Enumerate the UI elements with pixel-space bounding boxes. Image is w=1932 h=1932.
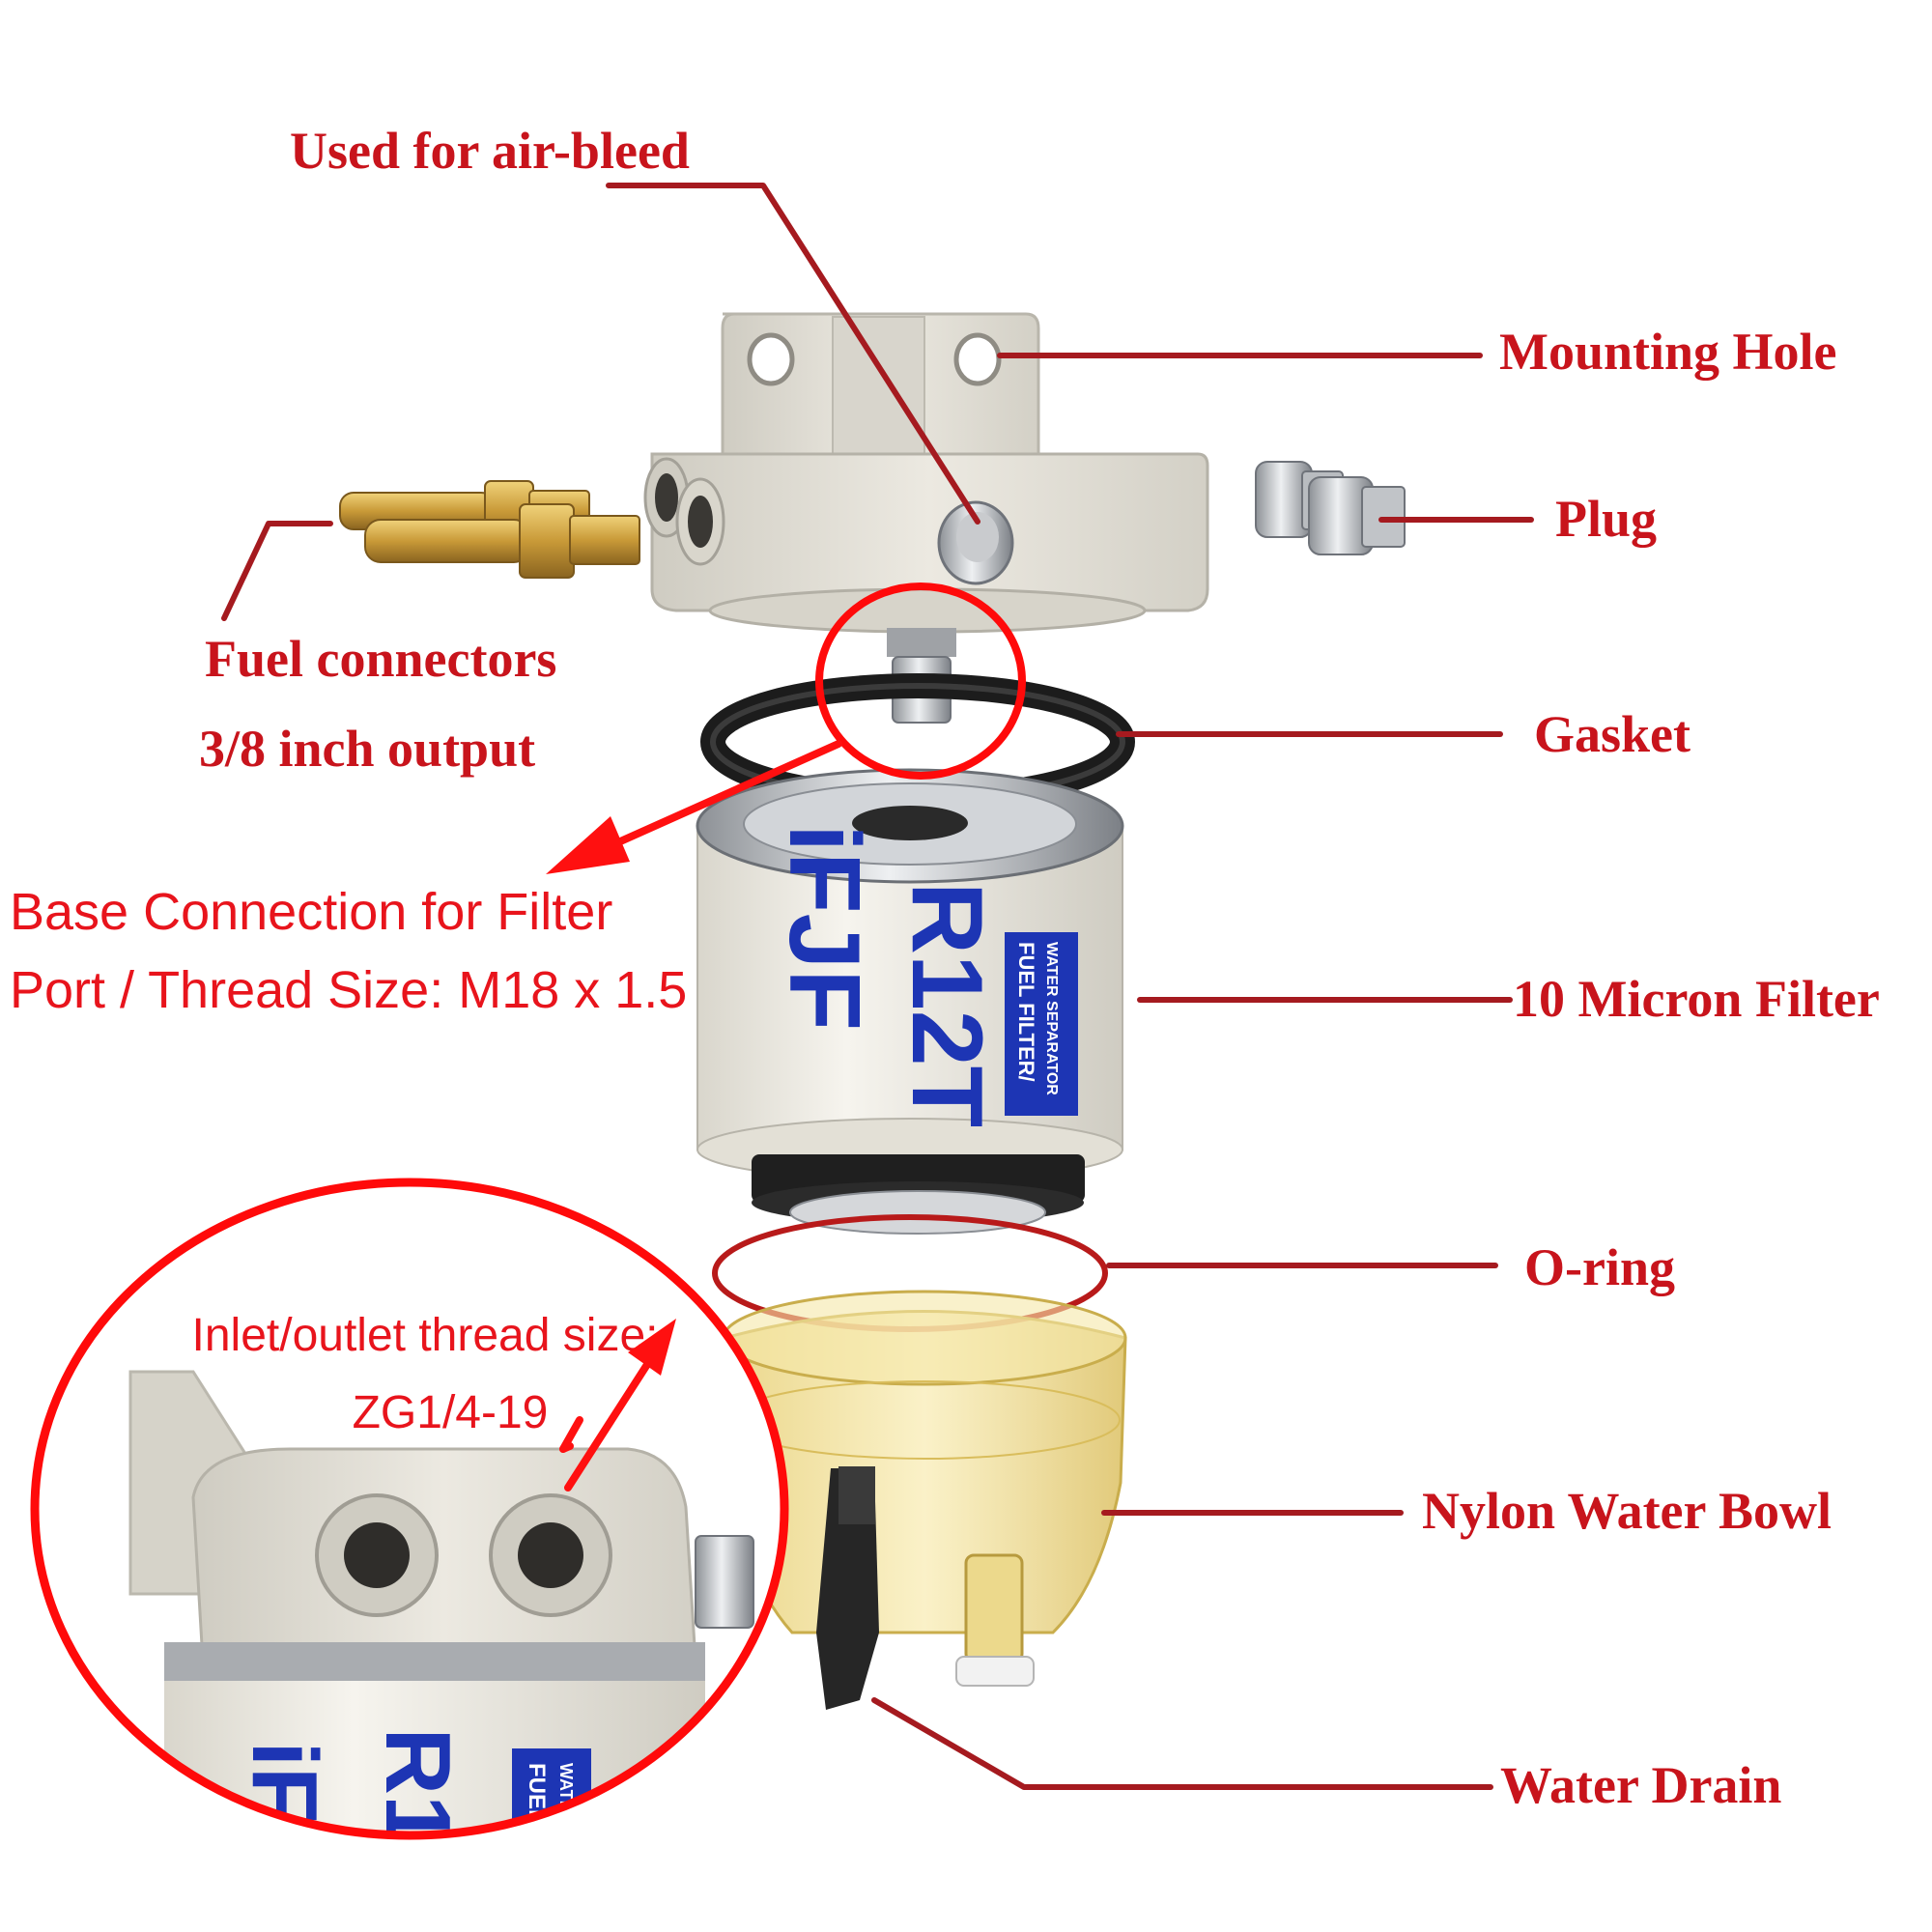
leader-lines: [221, 183, 1534, 1790]
base-connection-callout: [546, 582, 1026, 874]
label-o-ring: O-ring: [1524, 1238, 1675, 1296]
label-mounting-hole: Mounting Hole: [1499, 323, 1837, 381]
zoom-band-line-1: FUEL F: [524, 1763, 550, 1844]
zoom-arrow-shaft: [564, 1349, 659, 1492]
filter-band-line-2: WATER SEPARATOR: [1043, 942, 1060, 1095]
filter-band-line-1: FUEL FILTER/: [1014, 942, 1038, 1082]
label-water-bowl: Nylon Water Bowl: [1422, 1482, 1832, 1540]
label-base-connection-line-1: Base Connection for Filter: [10, 883, 612, 941]
filter-model-text: R12T: [891, 882, 1003, 1127]
filter-band: [1005, 932, 1078, 1116]
label-air-bleed: Used for air-bleed: [290, 122, 690, 180]
label-plug: Plug: [1555, 490, 1657, 548]
label-micron-filter: 10 Micron Filter: [1513, 970, 1880, 1028]
labels: Used for air-bleed Mounting Hole Plug Fu…: [10, 122, 1880, 1814]
zoom-arrow-head: [628, 1319, 676, 1376]
water-bowl-part: [722, 1290, 1127, 1710]
label-inlet-outlet-line-2: ZG1/4-19: [353, 1387, 549, 1438]
filter-head-housing: [643, 312, 1209, 724]
label-fuel-connectors: Fuel connectors: [205, 630, 556, 688]
zoom-brand-text: iF: [233, 1741, 336, 1823]
label-fuel-connectors-output: 3/8 inch output: [199, 720, 535, 778]
zoom-model-text: R1: [366, 1728, 469, 1847]
filter-brand-text: iFJF: [768, 824, 880, 1031]
fuel-connectors-parts: [339, 480, 640, 579]
label-water-drain: Water Drain: [1500, 1756, 1781, 1814]
mounting-hole-left: [747, 332, 795, 386]
label-gasket: Gasket: [1534, 705, 1690, 763]
zoom-inset: iF R1 FUEL F WATER SE Inlet/outlet threa…: [30, 1178, 789, 1847]
plugs-parts: [1255, 461, 1406, 555]
label-base-connection-line-2: Port / Thread Size: M18 x 1.5: [10, 961, 687, 1019]
label-inlet-outlet-line-1: Inlet/outlet thread size:: [192, 1310, 659, 1361]
mounting-hole-right: [953, 332, 1002, 386]
filter-cartridge: iFJF R12T FUEL FILTER/ WATER SEPARATOR: [696, 768, 1124, 1235]
